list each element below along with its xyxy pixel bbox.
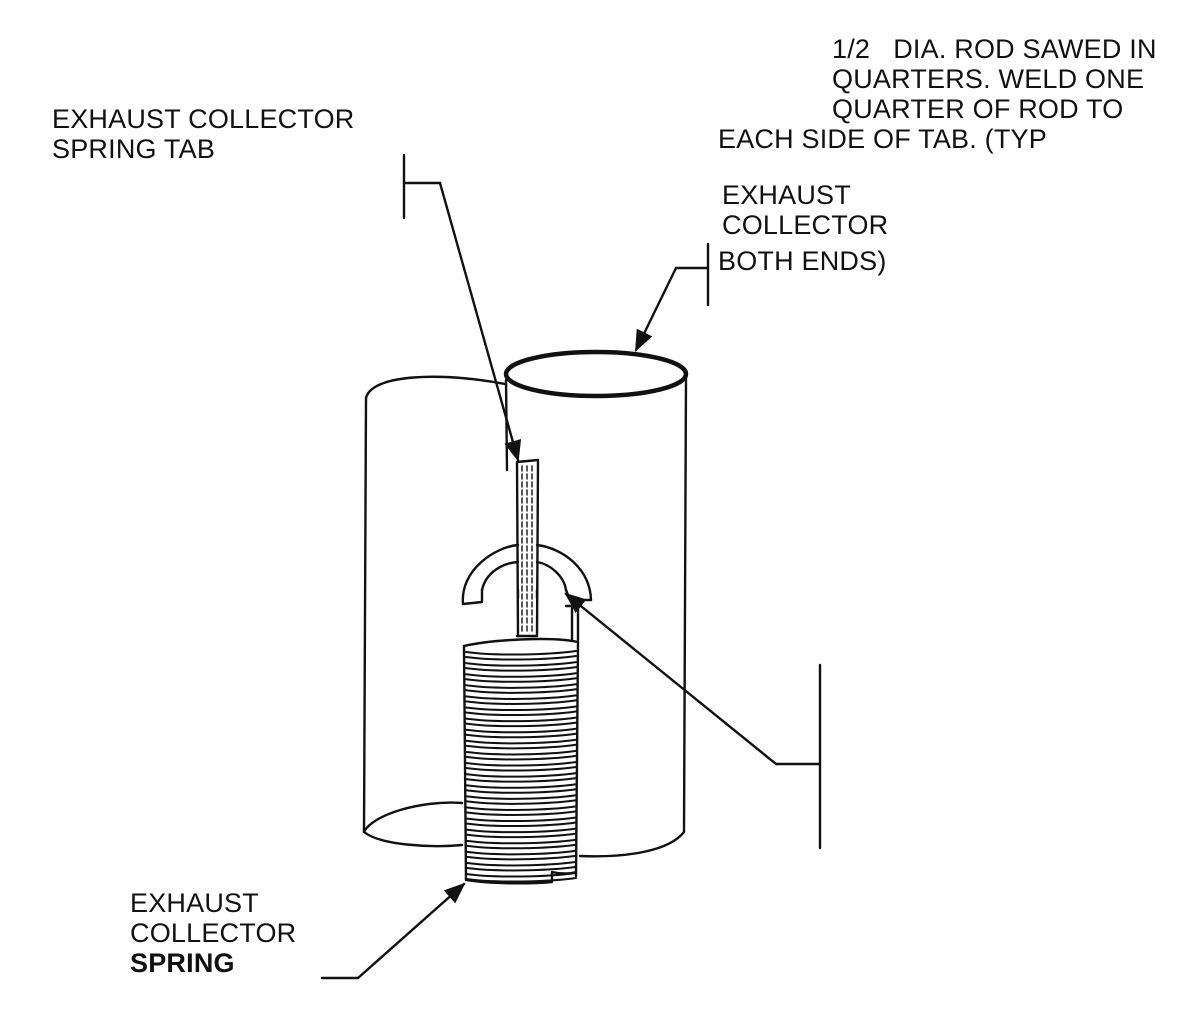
spring-coil <box>465 738 577 745</box>
spring-coil <box>465 877 577 883</box>
spring-coil <box>465 772 577 778</box>
spring-coil <box>465 810 577 816</box>
rod-weld-note-line: QUARTERS. WELD ONE <box>832 64 1145 94</box>
spring-coil <box>465 783 577 789</box>
rod-weld-leader <box>564 592 822 850</box>
spring-tab-label-line: SPRING TAB <box>52 134 216 164</box>
rod-weld-note-line: EACH SIDE OF TAB. (TYP <box>718 124 1047 154</box>
spring-coil <box>465 727 577 734</box>
spring-tab <box>515 458 540 638</box>
spring-coil <box>465 694 577 700</box>
spring-tab-leader <box>402 153 522 463</box>
spring-coil <box>465 766 577 772</box>
right-collector-tube <box>503 349 689 858</box>
spring-coil <box>465 761 577 767</box>
spring-coil <box>465 677 577 683</box>
exhaust-collector-label: EXHAUST COLLECTOR BOTH ENDS) <box>718 180 889 276</box>
spring-coil <box>465 705 577 712</box>
spring-coil <box>465 854 577 861</box>
collector-leader <box>634 242 710 352</box>
spring-coil <box>465 754 577 761</box>
rod-weld-note: 1/2 DIA. ROD SAWED IN QUARTERS. WELD ONE… <box>718 34 1157 154</box>
spring-label-line: SPRING <box>130 948 235 978</box>
spring-coil <box>465 716 577 723</box>
spring-coil <box>465 661 577 667</box>
spring-coil <box>465 860 577 867</box>
spring-coil <box>465 699 577 705</box>
spring-coil <box>465 794 577 800</box>
spring-coil <box>465 805 577 811</box>
spring-coil <box>465 732 577 739</box>
spring-coil <box>465 672 577 678</box>
spring-coil <box>465 777 577 783</box>
rod-weld-note-line: QUARTER OF ROD TO <box>832 94 1124 124</box>
spring-label-line: COLLECTOR <box>130 918 297 948</box>
spring-coil <box>465 683 577 689</box>
spring-coil <box>465 872 577 878</box>
spring-coil <box>465 749 577 756</box>
left-collector-tube <box>362 375 507 848</box>
spring-coil <box>465 743 577 750</box>
spring-coil <box>465 799 577 805</box>
spring-coil <box>465 655 577 661</box>
spring-coil <box>465 832 577 839</box>
spring-leader <box>320 882 466 980</box>
spring-coil <box>465 688 577 694</box>
exhaust-collector-label-line: BOTH ENDS) <box>718 246 887 276</box>
spring-coil <box>465 865 577 872</box>
spring-label-line: EXHAUST <box>130 888 259 918</box>
spring-coil <box>465 816 577 823</box>
spring-coil <box>465 710 577 717</box>
exhaust-collector-spring-label: EXHAUST COLLECTOR SPRING <box>130 888 296 978</box>
spring-coil <box>465 666 577 672</box>
rod-weld-note-line: 1/2 DIA. ROD SAWED IN <box>832 34 1157 64</box>
exhaust-collector-label-line: EXHAUST <box>722 180 851 210</box>
spring-tab-label-line: EXHAUST COLLECTOR <box>52 104 355 134</box>
spring-coil <box>465 838 577 845</box>
spring-coil <box>465 843 577 850</box>
spring-coil <box>465 788 577 794</box>
spring-hook <box>564 604 580 642</box>
spring-tab-label: EXHAUST COLLECTOR SPRING TAB <box>52 104 354 164</box>
spring-coil <box>465 827 577 834</box>
exhaust-collector-label-line: COLLECTOR <box>722 210 889 240</box>
spring-coil <box>465 821 577 828</box>
spring-coil <box>465 650 577 656</box>
spring-coil <box>465 849 577 856</box>
spring-coil <box>465 721 577 728</box>
